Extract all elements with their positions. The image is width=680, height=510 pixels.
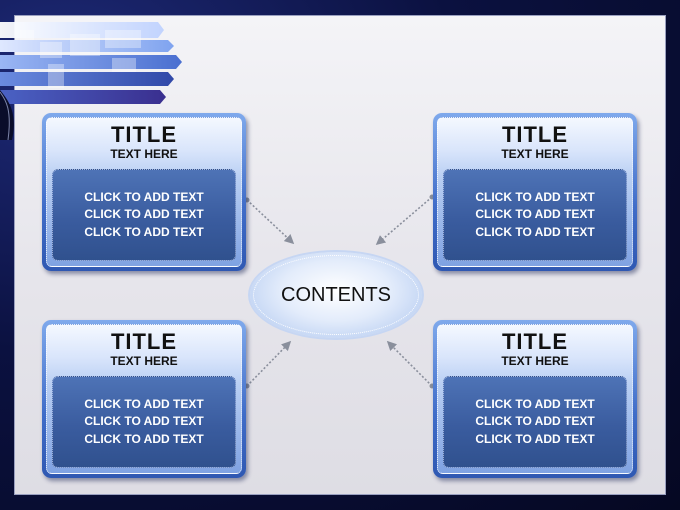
card-top-left[interactable]: TITLE TEXT HERE CLICK TO ADD TEXT CLICK … — [42, 113, 246, 271]
card-text-line[interactable]: CLICK TO ADD TEXT — [475, 396, 595, 411]
card-text-line[interactable]: CLICK TO ADD TEXT — [84, 207, 204, 222]
connector-top-right — [375, 196, 433, 246]
card-subtitle[interactable]: TEXT HERE — [110, 147, 178, 161]
card-text-line[interactable]: CLICK TO ADD TEXT — [475, 431, 595, 446]
card-text-line[interactable]: CLICK TO ADD TEXT — [475, 189, 595, 204]
card-subtitle[interactable]: TEXT HERE — [501, 354, 569, 368]
card-text-line[interactable]: CLICK TO ADD TEXT — [84, 224, 204, 239]
card-text-box[interactable]: CLICK TO ADD TEXT CLICK TO ADD TEXT CLIC… — [52, 376, 236, 468]
card-text-line[interactable]: CLICK TO ADD TEXT — [475, 414, 595, 429]
connector-bottom-right — [386, 340, 433, 387]
card-bottom-left[interactable]: TITLE TEXT HERE CLICK TO ADD TEXT CLICK … — [42, 320, 246, 478]
contents-label[interactable]: CONTENTS — [281, 283, 391, 306]
card-text-box[interactable]: CLICK TO ADD TEXT CLICK TO ADD TEXT CLIC… — [443, 376, 627, 468]
card-text-line[interactable]: CLICK TO ADD TEXT — [475, 207, 595, 222]
header-decoration — [0, 22, 182, 140]
card-text-line[interactable]: CLICK TO ADD TEXT — [475, 224, 595, 239]
card-subtitle[interactable]: TEXT HERE — [110, 354, 178, 368]
card-text-line[interactable]: CLICK TO ADD TEXT — [84, 396, 204, 411]
card-text-line[interactable]: CLICK TO ADD TEXT — [84, 189, 204, 204]
card-title[interactable]: TITLE — [110, 329, 178, 354]
card-title[interactable]: TITLE — [501, 122, 569, 147]
card-top-right[interactable]: TITLE TEXT HERE CLICK TO ADD TEXT CLICK … — [433, 113, 637, 271]
card-subtitle[interactable]: TEXT HERE — [501, 147, 569, 161]
card-bottom-right[interactable]: TITLE TEXT HERE CLICK TO ADD TEXT CLICK … — [433, 320, 637, 478]
card-text-line[interactable]: CLICK TO ADD TEXT — [84, 414, 204, 429]
card-text-line[interactable]: CLICK TO ADD TEXT — [84, 431, 204, 446]
card-text-box[interactable]: CLICK TO ADD TEXT CLICK TO ADD TEXT CLIC… — [52, 169, 236, 261]
card-text-box[interactable]: CLICK TO ADD TEXT CLICK TO ADD TEXT CLIC… — [443, 169, 627, 261]
card-title[interactable]: TITLE — [110, 122, 178, 147]
card-title[interactable]: TITLE — [501, 329, 569, 354]
connector-top-left — [246, 199, 295, 245]
connector-bottom-left — [246, 340, 292, 387]
contents-ellipse[interactable]: CONTENTS — [250, 252, 422, 338]
